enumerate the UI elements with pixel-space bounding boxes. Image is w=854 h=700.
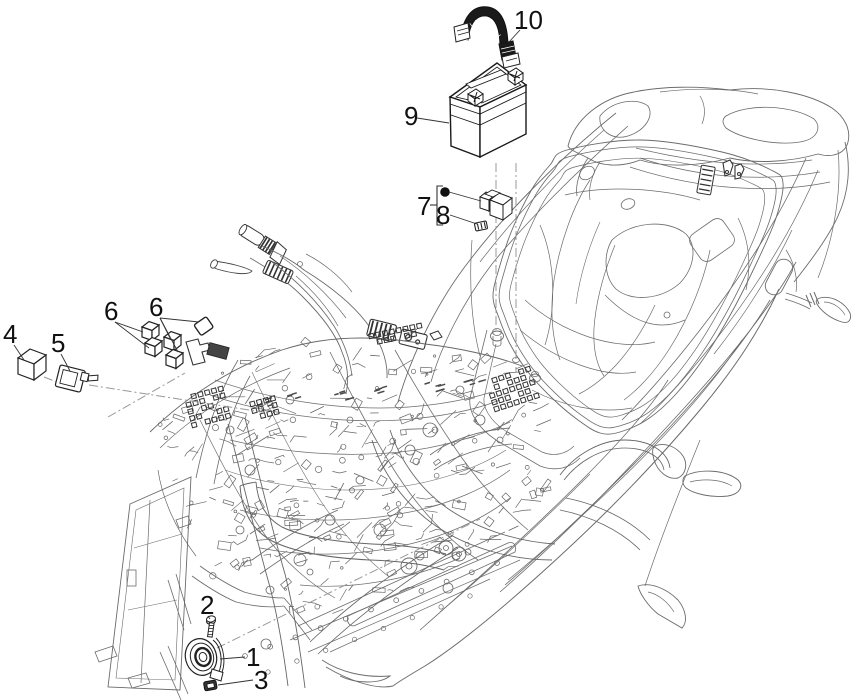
svg-text:9: 9	[404, 101, 418, 131]
svg-text:7: 7	[417, 191, 431, 221]
svg-text:1: 1	[246, 642, 260, 672]
svg-text:6: 6	[149, 292, 163, 322]
svg-text:3: 3	[254, 665, 268, 695]
svg-text:5: 5	[51, 328, 65, 358]
svg-text:2: 2	[200, 590, 214, 620]
svg-text:4: 4	[3, 319, 17, 349]
svg-text:8: 8	[436, 200, 450, 230]
svg-text:10: 10	[514, 5, 543, 35]
svg-text:6: 6	[104, 296, 118, 326]
